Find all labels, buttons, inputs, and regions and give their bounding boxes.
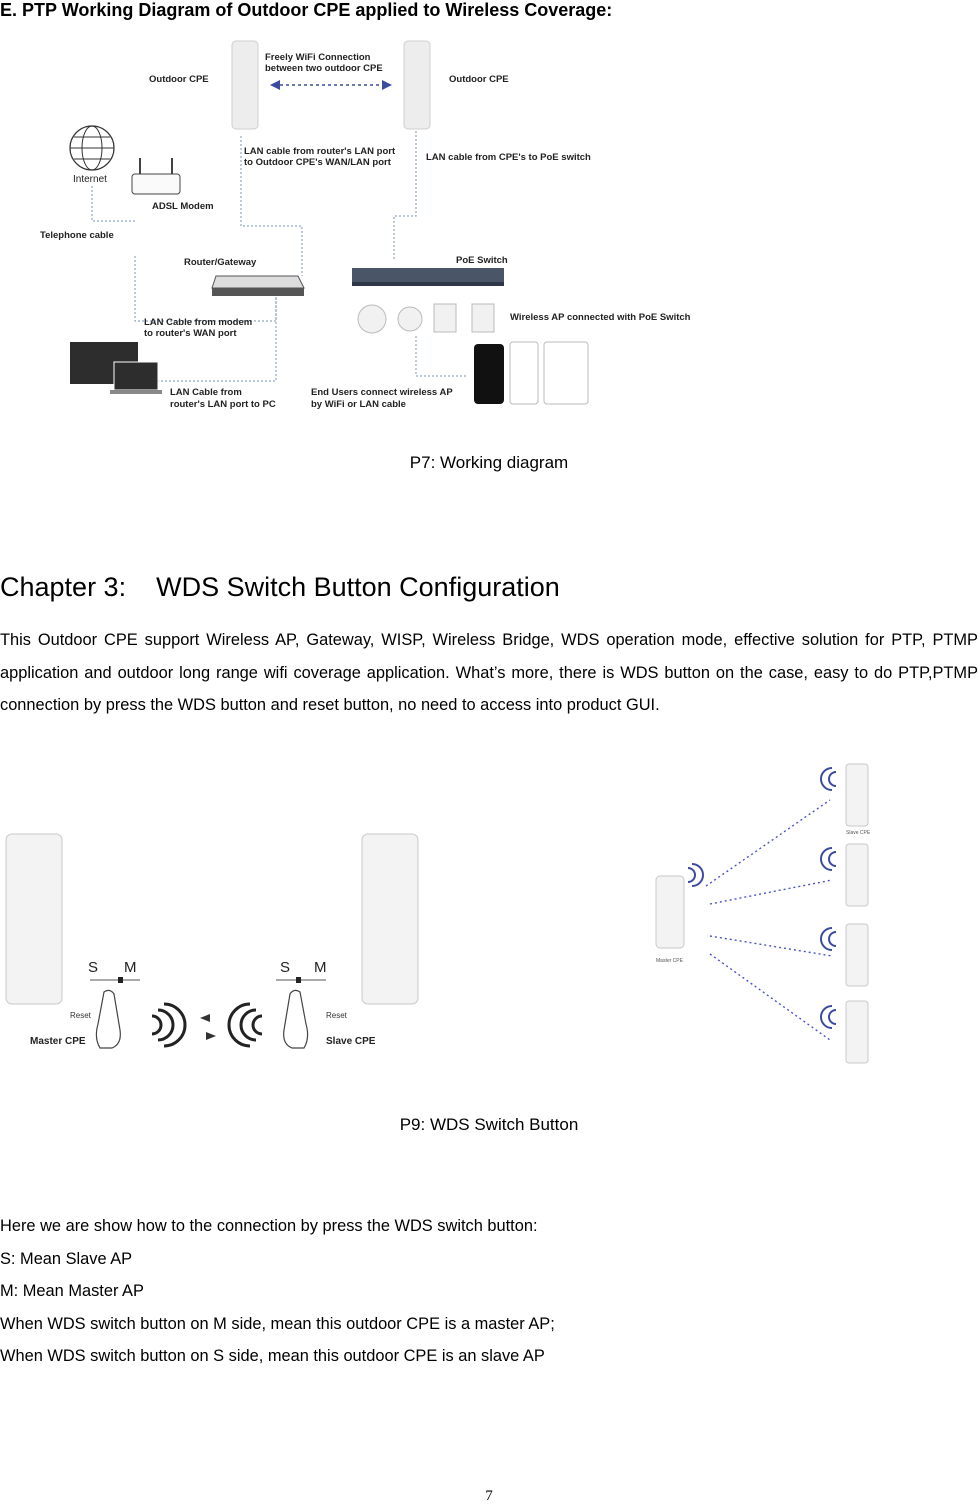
wifi-signal-icons	[151, 1002, 263, 1048]
master-cpe-small-label: Master CPE	[656, 958, 684, 964]
slave-cpe-device-4	[845, 1000, 869, 1064]
switch-s-label-left: S	[88, 959, 98, 976]
slave-cpe-device-1	[845, 763, 869, 827]
slave-cpe-small-label: Slave CPE	[846, 830, 871, 836]
lan-modem-label-1: LAN Cable from modem	[144, 317, 252, 328]
router-gateway-label: Router/Gateway	[184, 257, 257, 268]
arrow-right-icon	[206, 1032, 216, 1040]
switch-m-label-right: M	[314, 959, 327, 976]
computer-icons	[70, 342, 162, 394]
outdoor-cpe-label-left: Outdoor CPE	[149, 74, 209, 85]
master-cpe-device	[5, 833, 63, 1005]
poe-switch-label: PoE Switch	[456, 255, 508, 266]
mobile-device-icons	[474, 341, 589, 405]
end-users-label-1: End Users connect wireless AP	[311, 387, 453, 398]
intro-paragraph: This Outdoor CPE support Wireless AP, Ga…	[0, 631, 978, 714]
finger-icons	[95, 989, 309, 1049]
switch-m-label-left: M	[124, 959, 137, 976]
slave-wifi-icons	[687, 767, 837, 1029]
explanation-line: Here we are show how to the connection b…	[0, 1217, 538, 1235]
chapter-title: Chapter 3: WDS Switch Button Configurati…	[0, 572, 560, 602]
slave-cpe-device-2	[845, 843, 869, 907]
lan-cpe-poe-label: LAN cable from CPE's to PoE switch	[426, 152, 591, 163]
internet-label: Internet	[73, 174, 107, 185]
working-diagram: Outdoor CPE Outdoor CPE Freely WiFi Conn…	[40, 40, 691, 410]
switch-knob-right	[296, 977, 301, 983]
lan-pc-label-2: router's LAN port to PC	[170, 399, 276, 410]
globe-icon	[69, 125, 115, 171]
wireless-ap-label: Wireless AP connected with PoE Switch	[510, 312, 691, 323]
switch-s-label-right: S	[280, 959, 290, 976]
outdoor-cpe-right-device	[403, 40, 431, 130]
telephone-cable-label: Telephone cable	[40, 230, 114, 241]
lan-router-label-2: to Outdoor CPE's WAN/LAN port	[244, 157, 392, 168]
master-cpe-small-device	[655, 875, 685, 949]
p7-caption: P7: Working diagram	[409, 453, 569, 472]
wifi-connection-label-1: Freely WiFi Connection	[265, 52, 371, 63]
lan-router-label-1: LAN cable from router's LAN port	[244, 146, 396, 157]
lan-modem-label-2: to router's WAN port	[144, 328, 237, 339]
outdoor-cpe-label-right: Outdoor CPE	[449, 74, 509, 85]
lan-pc-label-1: LAN Cable from	[170, 387, 242, 398]
master-cpe-label: Master CPE	[30, 1036, 86, 1047]
slave-cpe-device-3	[845, 923, 869, 987]
page-number: 7	[485, 1488, 493, 1504]
access-point-icons	[357, 303, 495, 334]
p9-caption: P9: WDS Switch Button	[399, 1115, 579, 1134]
wifi-connection-label-2: between two outdoor CPE	[265, 63, 383, 74]
explanation-line: M: Mean Master AP	[0, 1282, 144, 1300]
slave-cpe-label: Slave CPE	[326, 1036, 376, 1047]
poe-switch-icon	[352, 268, 504, 286]
arrow-left-icon	[200, 1014, 210, 1022]
modem-icon	[131, 158, 181, 195]
switch-knob-left	[118, 977, 123, 983]
router-icon	[211, 275, 305, 296]
outdoor-cpe-left-device	[231, 40, 259, 130]
reset-label-right: Reset	[326, 1011, 348, 1020]
explanation-line: S: Mean Slave AP	[0, 1249, 133, 1268]
slave-cpe-device	[361, 833, 419, 1005]
explanation-line: When WDS switch button on M side, mean t…	[0, 1314, 555, 1333]
end-users-label-2: by WiFi or LAN cable	[311, 399, 406, 410]
explanation-lines: Here we are show how to the connection b…	[0, 1210, 555, 1373]
wds-switch-figure: S M S M Reset Reset Master CPE Slave CPE…	[5, 763, 871, 1064]
adsl-modem-label: ADSL Modem	[152, 201, 214, 212]
wds-links	[705, 799, 833, 1041]
section-heading: E. PTP Working Diagram of Outdoor CPE ap…	[0, 0, 613, 20]
explanation-line: When WDS switch button on S side, mean t…	[0, 1347, 545, 1365]
reset-label-left: Reset	[70, 1011, 92, 1020]
